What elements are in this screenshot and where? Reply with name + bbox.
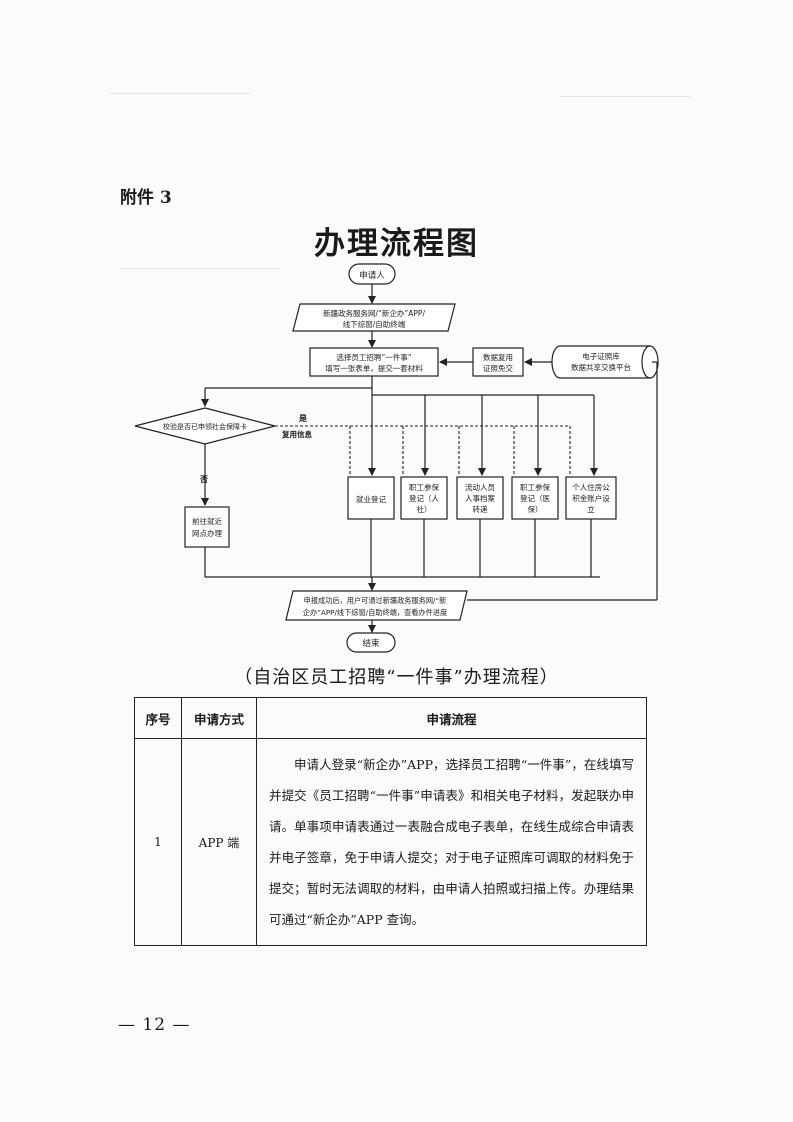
offline-node: 前往就近 网点办理: [184, 506, 230, 548]
service-insurance-medical: 职工参保 登记（医 保）: [511, 476, 559, 520]
channel-label-1: 新疆政务服务网/“新企办”APP/: [323, 308, 425, 318]
attachment-label: 附件 3: [120, 188, 172, 208]
cert-db-label-1: 电子证照库: [582, 351, 620, 361]
data-reuse-label-1: 数据复用: [483, 352, 513, 362]
result-label-1: 申报成功后，用户可通过新疆政务服务网/“新: [304, 596, 447, 605]
service-label: 积金账户设: [572, 493, 610, 503]
decision-label: 校验是否已申领社会保障卡: [163, 422, 247, 431]
decision-node: 校验是否已申领社会保障卡: [134, 407, 276, 445]
select-label-2: 填写一张表单，提交一套材料: [325, 363, 423, 373]
service-housing-fund: 个人住房公 积金账户设 立: [565, 476, 617, 520]
page-number: — 12 —: [118, 1015, 191, 1035]
channel-label-2: 线下综窗/自助终端: [343, 319, 406, 329]
result-label-2: 企办”APP/线下综窗/自助终端，查看办件进度: [303, 608, 447, 617]
scan-artifact: [120, 268, 280, 269]
service-label: 登记（医: [520, 493, 550, 503]
select-label-1: 选择员工招聘“一件事”: [336, 352, 411, 362]
service-label: 社）: [417, 504, 432, 514]
result-node: 申报成功后，用户可通过新疆政务服务网/“新 企办”APP/线下综窗/自助终端，查…: [285, 590, 468, 621]
page-title: 办理流程图: [314, 226, 479, 262]
table-header-row: 序号 申请方式 申请流程: [134, 697, 647, 739]
flowchart: 申请人 新疆政务服务网/“新企办”APP/ 线下综窗/自助终端 选择员工招聘“一…: [134, 263, 659, 653]
start-label: 申请人: [359, 270, 385, 281]
service-label: 个人住房公: [572, 482, 610, 492]
service-label: 登记（人: [409, 493, 439, 503]
scan-artifact: [560, 96, 690, 97]
flowchart-caption: （自治区员工招聘“一件事”办理流程）: [234, 667, 559, 688]
service-label: 转递: [473, 504, 488, 514]
row-method: APP 端: [181, 738, 257, 946]
service-label: 流动人员: [465, 482, 495, 492]
service-label: 人事档案: [465, 493, 495, 503]
service-label: 职工参保: [409, 482, 439, 492]
service-employment-registration: 就业登记: [347, 476, 395, 520]
offline-label-1: 前往就近: [192, 516, 222, 526]
select-node: 选择员工招聘“一件事” 填写一张表单，提交一套材料: [309, 347, 439, 377]
header-no: 序号: [134, 697, 182, 739]
scan-artifact: [110, 93, 250, 94]
offline-label-2: 网点办理: [192, 528, 222, 538]
end-node: 结束: [346, 632, 396, 653]
cert-db-label-2: 数据共享交换平台: [571, 362, 631, 372]
row-no: 1: [134, 738, 182, 946]
start-node: 申请人: [348, 263, 396, 285]
header-method: 申请方式: [181, 697, 257, 739]
service-label: 保）: [528, 505, 543, 514]
cert-database-node: 电子证照库 数据共享交换平台: [551, 345, 659, 379]
service-label: 职工参保: [520, 482, 550, 492]
reuse-info-label: 复用信息: [281, 429, 312, 439]
service-archive-transfer: 流动人员 人事档案 转递: [456, 476, 504, 520]
data-reuse-label-2: 证照免交: [483, 363, 513, 373]
service-label: 就业登记: [356, 494, 386, 504]
process-table: 序号 申请方式 申请流程 1 APP 端 申请人登录“新企办”APP，选择员工招…: [134, 697, 647, 946]
end-label: 结束: [362, 638, 380, 649]
service-label: 立: [587, 504, 595, 514]
data-reuse-node: 数据复用 证照免交: [472, 347, 524, 377]
service-insurance-hr: 职工参保 登记（人 社）: [400, 476, 448, 520]
header-process: 申请流程: [256, 697, 647, 739]
yes-label: 是: [298, 413, 307, 423]
no-label: 否: [199, 475, 208, 484]
channel-node: 新疆政务服务网/“新企办”APP/ 线下综窗/自助终端: [292, 303, 456, 332]
row-process: 申请人登录“新企办”APP，选择员工招聘“一件事”，在线填写并提交《员工招聘“一…: [256, 738, 647, 946]
table-row: 1 APP 端 申请人登录“新企办”APP，选择员工招聘“一件事”，在线填写并提…: [134, 738, 647, 946]
